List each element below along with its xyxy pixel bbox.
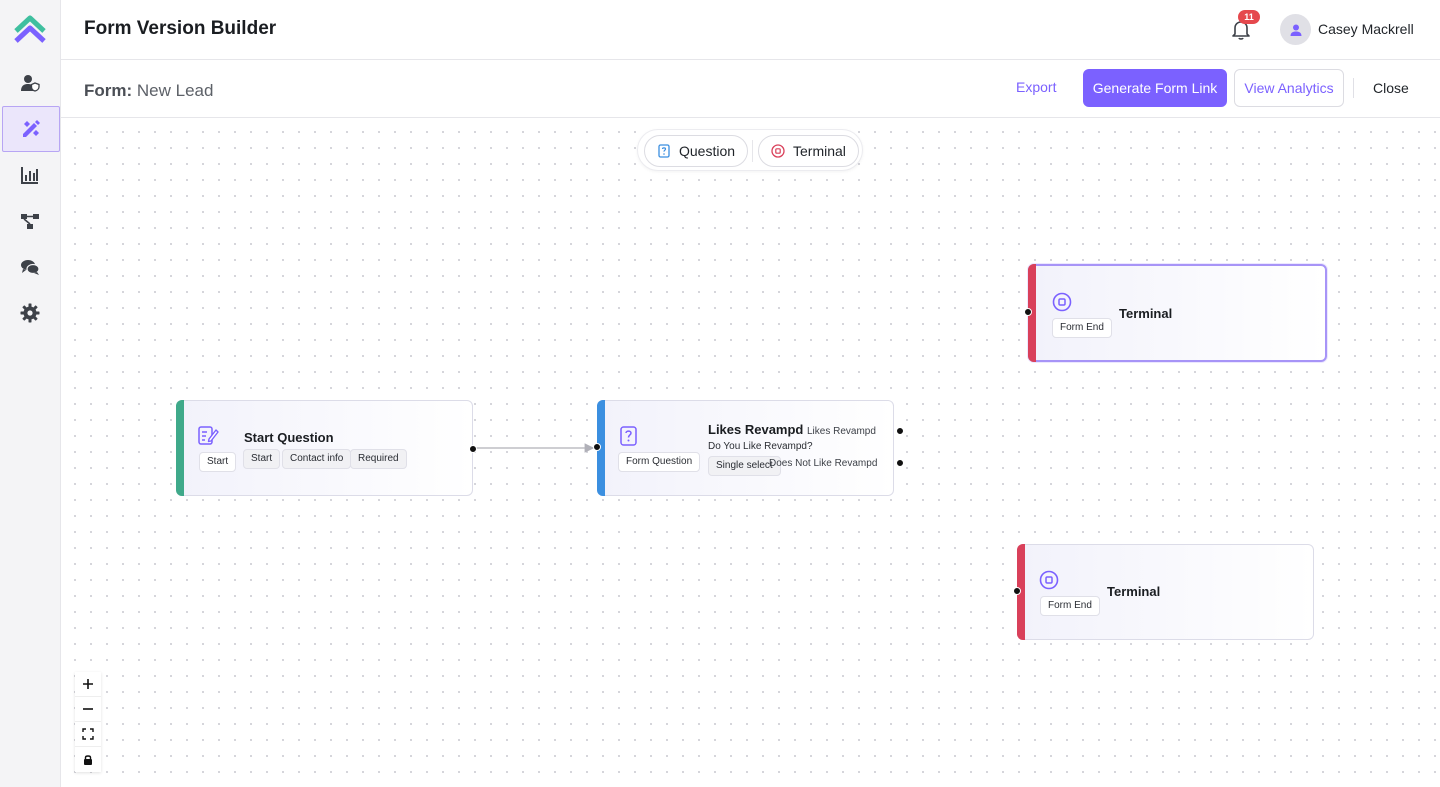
start-question-node[interactable]: Start Question Start Start Contact info … — [176, 400, 477, 496]
user-name[interactable]: Casey Mackrell — [1318, 21, 1414, 37]
bar-chart-icon — [21, 167, 38, 184]
input-handle[interactable] — [593, 443, 601, 451]
output-handle[interactable] — [896, 427, 904, 435]
flow-canvas[interactable]: Question Terminal Start Question Start — [61, 118, 1440, 787]
notification-count-badge: 11 — [1238, 10, 1260, 24]
sidebar-item-flows[interactable] — [0, 198, 60, 244]
input-handle[interactable] — [1024, 308, 1032, 316]
sidebar-item-users[interactable] — [0, 60, 60, 106]
close-button[interactable]: Close — [1373, 80, 1409, 96]
node-color-bar — [1017, 544, 1025, 640]
node-tag: Single select — [708, 456, 781, 476]
output-handle[interactable] — [896, 459, 904, 467]
terminal-stop-icon — [1039, 570, 1059, 590]
sidebar-item-builder[interactable] — [2, 106, 60, 152]
form-toolbar: Form: New Lead Export Generate Form Link… — [61, 60, 1440, 118]
question-doc-icon — [658, 144, 670, 158]
node-title: Terminal — [1119, 306, 1173, 321]
node-tag: Start — [243, 449, 281, 469]
output-handle[interactable] — [469, 445, 477, 453]
sidebar-item-messages[interactable] — [0, 244, 60, 290]
node-palette: Question Terminal — [637, 129, 863, 171]
sidebar — [0, 0, 61, 787]
avatar[interactable] — [1280, 14, 1311, 45]
node-tag: Contact info — [282, 449, 352, 469]
lock-icon — [84, 754, 92, 765]
terminal-stop-icon — [1052, 292, 1072, 312]
minus-icon — [83, 708, 93, 710]
terminal-node[interactable]: Terminal Form End — [1024, 264, 1327, 362]
node-tag: Required — [350, 449, 407, 469]
output-label: Likes Revampd — [807, 426, 876, 437]
canvas-controls — [75, 672, 101, 772]
form-name: New Lead — [136, 81, 214, 100]
palette-question-button[interactable]: Question — [644, 135, 749, 167]
node-title: Likes Revampd — [708, 422, 804, 437]
user-shield-icon — [21, 75, 40, 92]
chat-bubbles-icon — [21, 260, 40, 275]
node-subtitle: Do You Like Revampd? — [708, 441, 813, 452]
zoom-out-button[interactable] — [75, 697, 101, 722]
export-button[interactable]: Export — [1016, 79, 1057, 95]
fit-view-icon — [82, 728, 94, 740]
toolbar-divider — [1353, 78, 1354, 98]
output-label: Does Not Like Revampd — [769, 458, 878, 469]
gear-icon — [20, 303, 40, 323]
palette-terminal-button[interactable]: Terminal — [758, 135, 859, 167]
design-tools-icon — [23, 120, 40, 137]
zoom-in-button[interactable] — [75, 672, 101, 697]
generate-form-link-button[interactable]: Generate Form Link — [1083, 69, 1227, 107]
node-title: Start Question — [244, 430, 334, 445]
node-type-chip: Form End — [1052, 318, 1112, 338]
palette-divider — [752, 140, 753, 162]
app-logo[interactable] — [13, 12, 47, 46]
likes-revampd-node[interactable]: Likes Revampd Do You Like Revampd? Form … — [593, 400, 904, 496]
fit-view-button[interactable] — [75, 722, 101, 747]
node-type-chip: Form End — [1040, 596, 1100, 616]
node-type-chip: Form Question — [618, 452, 701, 472]
sidebar-item-analytics[interactable] — [0, 152, 60, 198]
form-label-prefix: Form: — [84, 81, 133, 100]
palette-terminal-label: Terminal — [793, 143, 846, 159]
node-color-bar — [176, 400, 184, 496]
flow-tree-icon — [21, 214, 39, 229]
page-title: Form Version Builder — [84, 18, 277, 39]
edit-document-icon — [198, 426, 219, 445]
node-type-chip: Start — [199, 452, 237, 472]
lock-button[interactable] — [75, 747, 101, 772]
terminal-stop-icon — [771, 144, 785, 158]
sidebar-item-settings[interactable] — [0, 290, 60, 336]
palette-question-label: Question — [679, 143, 736, 159]
form-name-label: Form: New Lead — [84, 81, 213, 101]
top-header: Form Version Builder 11 Casey Mackrell — [61, 0, 1440, 60]
node-color-bar — [1028, 264, 1036, 362]
view-analytics-button[interactable]: View Analytics — [1234, 69, 1344, 107]
user-icon — [1290, 24, 1301, 36]
terminal-node[interactable]: Terminal Form End — [1013, 544, 1314, 640]
node-color-bar — [597, 400, 605, 496]
node-title: Terminal — [1107, 584, 1161, 599]
question-doc-icon — [620, 426, 637, 446]
plus-icon — [83, 679, 93, 689]
input-handle[interactable] — [1013, 587, 1021, 595]
